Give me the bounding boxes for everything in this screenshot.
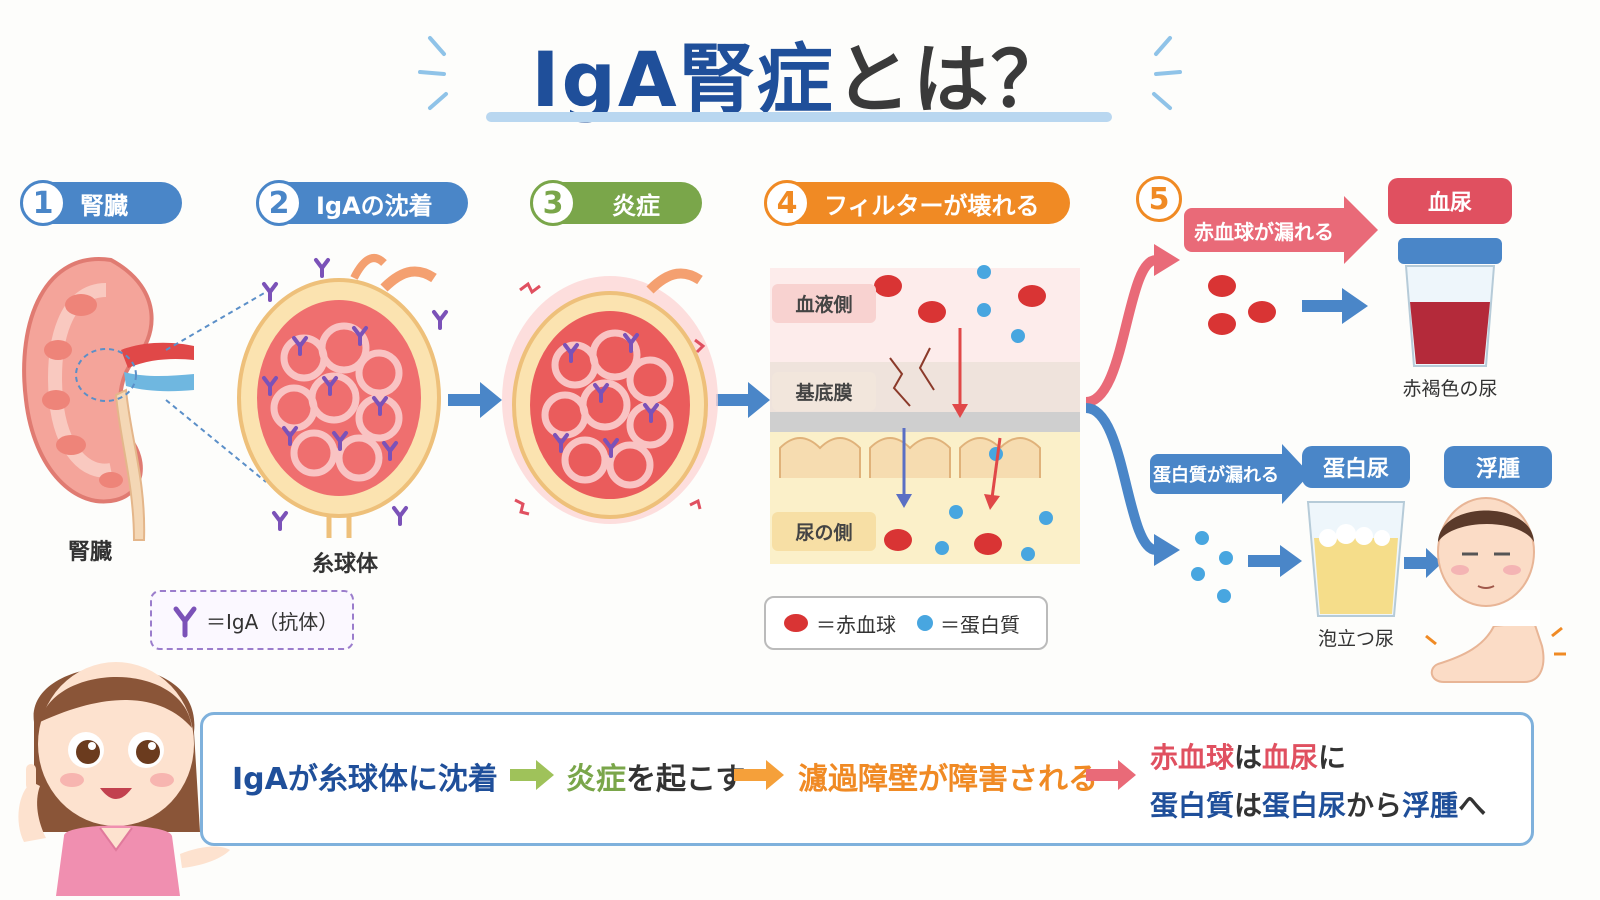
nurse-mascot-illustration (18, 662, 230, 896)
summary-result-edema: 蛋白質は蛋白尿から浮腫へ (1150, 789, 1487, 822)
arrow-to-proteinuria-icon (1248, 545, 1302, 577)
edema-patient-illustration (1425, 497, 1566, 683)
hematuria-tag: 血尿 (1388, 178, 1512, 224)
edema-tag: 浮腫 (1444, 446, 1552, 488)
layer-label-membrane: 基底膜 (772, 372, 876, 411)
step-1-number: 1 (20, 180, 66, 226)
step-5-number: 5 (1136, 176, 1182, 222)
red-urine-cup-illustration (1398, 238, 1502, 367)
summary-arrow-1-icon (510, 760, 554, 790)
inflamed-glomerulus-illustration (502, 268, 718, 524)
summary-step-inflammation: 炎症を起こす (566, 762, 746, 797)
step-2-pill: IgAの沈着 (282, 182, 468, 224)
foamy-urine-cup-illustration (1306, 501, 1406, 617)
title-underline (486, 112, 1112, 122)
summary-arrow-3-icon (1086, 760, 1136, 790)
membrane-line (770, 412, 1080, 432)
red-blood-cell-icon (784, 614, 808, 632)
step-2-number: 2 (256, 180, 302, 226)
summary-result-hematuria: 赤血球は血尿に (1150, 741, 1347, 774)
step-3-pill: 炎症 (556, 182, 702, 224)
summary-step-barrier: 濾過障壁が障害される (798, 762, 1098, 797)
proteinuria-caption: 泡立つ尿 (1317, 628, 1394, 650)
cell-legend: ＝赤血球 ＝蛋白質 (764, 596, 1048, 650)
kidney-caption: 腎臓 (67, 540, 112, 565)
step-3-number: 3 (530, 180, 576, 226)
layer-label-blood: 血液側 (772, 284, 876, 323)
arrow-right-1-icon (448, 382, 502, 418)
summary-step-deposit: IgAが糸球体に沈着 (232, 762, 498, 797)
summary-arrow-2-icon (734, 760, 784, 790)
rbc-leak-arrowhead-icon (1344, 196, 1378, 264)
hematuria-caption: 赤褐色の尿 (1402, 378, 1498, 400)
rbc-leak-label: 赤血球が漏れる (1184, 208, 1344, 252)
iga-legend: ＝IgA（抗体） (150, 590, 354, 650)
protein-icon (917, 615, 933, 631)
step-1-pill: 腎臓 (46, 182, 182, 224)
glomerulus-iga-illustration (237, 254, 448, 538)
branch-arrows (1084, 244, 1180, 566)
iga-antibody-icon (173, 606, 197, 638)
summary-box (200, 712, 1534, 846)
glomerulus-caption: 糸球体 (311, 552, 378, 577)
step-4-number: 4 (764, 180, 810, 226)
protein-leak-arrowhead-icon (1282, 444, 1310, 504)
page-title: IgA腎症とは？ (531, 35, 1069, 124)
proteinuria-tag: 蛋白尿 (1302, 446, 1410, 488)
arrow-to-hematuria-icon (1302, 288, 1368, 324)
leaked-proteins-illustration (1191, 531, 1233, 603)
arrow-to-edema-icon (1404, 548, 1442, 578)
layer-label-urine: 尿の側 (772, 512, 876, 551)
protein-leak-label: 蛋白質が漏れる (1150, 454, 1282, 494)
filter-damage-illustration (779, 265, 1053, 561)
leaked-rbcs-illustration (1208, 275, 1276, 335)
title-sparkle-left (418, 36, 448, 110)
title-sparkle-right (1152, 36, 1182, 110)
kidney-illustration (22, 257, 267, 541)
step-4-pill: フィルターが壊れる (790, 182, 1070, 224)
arrow-right-2-icon (716, 382, 770, 418)
